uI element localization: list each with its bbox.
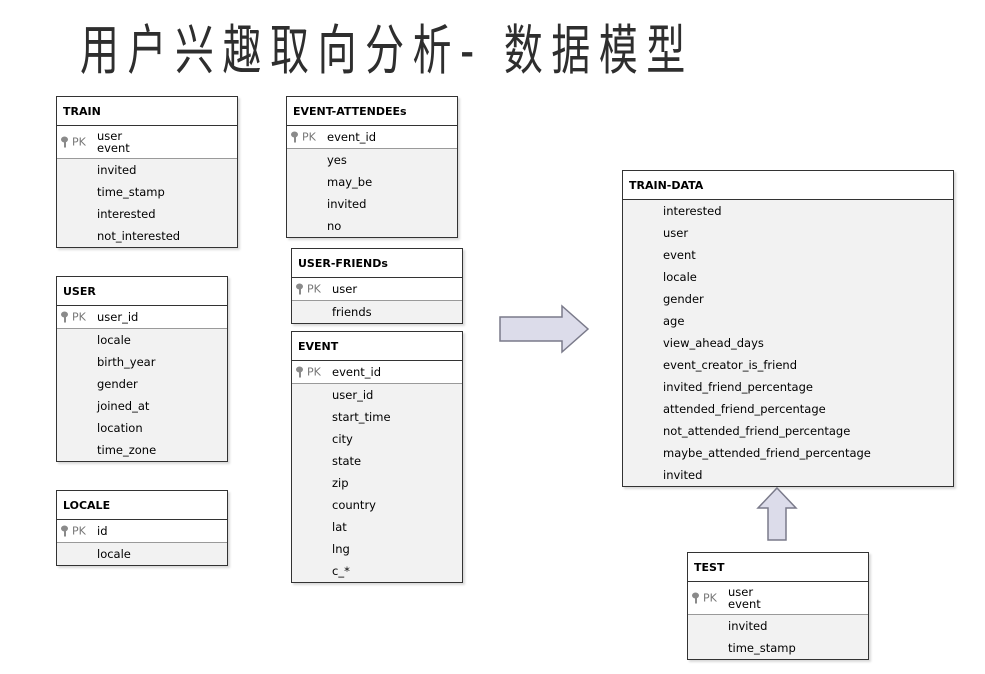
pk-text: PK <box>302 130 316 144</box>
primary-key-label: PK <box>61 136 86 149</box>
entity-field: attended_friend_percentage <box>663 402 826 416</box>
entity-field: lat <box>332 520 347 534</box>
entity-field: birth_year <box>97 355 156 369</box>
primary-key-label: PK <box>61 311 86 324</box>
right-arrow-icon <box>499 304 590 354</box>
primary-key-label: PK <box>291 131 316 144</box>
key-icon <box>61 311 70 323</box>
entity-field: invited <box>663 468 703 482</box>
key-icon <box>692 592 701 604</box>
entity-field: time_stamp <box>97 185 165 199</box>
entity-locale[interactable]: LOCALE PK id locale <box>56 490 228 566</box>
pk-text: PK <box>72 310 86 324</box>
key-icon <box>61 525 70 537</box>
entity-name: EVENT <box>292 332 462 361</box>
entity-field: invited <box>97 163 137 177</box>
pk-text: PK <box>307 282 321 296</box>
entity-field: lng <box>332 542 350 556</box>
entity-field: interested <box>97 207 156 221</box>
entity-name: EVENT-ATTENDEEs <box>287 97 457 126</box>
entity-field: yes <box>327 153 347 167</box>
entity-field: interested <box>663 204 722 218</box>
entity-field: city <box>332 432 353 446</box>
entity-field: invited <box>327 197 367 211</box>
entity-field: view_ahead_days <box>663 336 764 350</box>
entity-field: location <box>97 421 143 435</box>
entity-name: TRAIN-DATA <box>623 171 953 200</box>
key-icon <box>61 136 70 148</box>
entity-field: c_* <box>332 564 350 578</box>
entity-field: age <box>663 314 685 328</box>
primary-key-row: PK user_id <box>57 306 227 329</box>
entity-field: zip <box>332 476 349 490</box>
entity-name: TEST <box>688 553 868 582</box>
key-icon <box>291 131 300 143</box>
entity-name: USER <box>57 277 227 306</box>
entity-name: TRAIN <box>57 97 237 126</box>
entity-field: friends <box>332 305 372 319</box>
entity-field: locale <box>97 333 131 347</box>
key-icon <box>296 366 305 378</box>
entity-field: locale <box>97 547 131 561</box>
key-icon <box>296 283 305 295</box>
pk-field: user <box>728 585 754 599</box>
pk-field: event_id <box>327 130 376 144</box>
entity-field: user_id <box>332 388 374 402</box>
pk-field: user <box>97 129 123 143</box>
primary-key-label: PK <box>692 592 717 605</box>
pk-text: PK <box>72 135 86 149</box>
entity-field: locale <box>663 270 697 284</box>
primary-key-row: PK id <box>57 520 227 543</box>
entity-field: joined_at <box>97 399 150 413</box>
primary-key-label: PK <box>296 283 321 296</box>
pk-field: user_id <box>97 310 139 324</box>
primary-key-label: PK <box>296 366 321 379</box>
entity-field: state <box>332 454 362 468</box>
entity-field: may_be <box>327 175 373 189</box>
primary-key-label: PK <box>61 525 86 538</box>
entity-field: not_interested <box>97 229 181 243</box>
entity-field: gender <box>97 377 138 391</box>
up-arrow-icon <box>756 486 798 541</box>
entity-field: invited_friend_percentage <box>663 380 813 394</box>
entity-field: no <box>327 219 342 233</box>
entity-field: event <box>663 248 696 262</box>
entity-field: time_stamp <box>728 641 796 655</box>
primary-key-row: PK event_id <box>292 361 462 384</box>
primary-key-row: PK event_id <box>287 126 457 149</box>
primary-key-row: PK user <box>292 278 462 301</box>
pk-text: PK <box>72 524 86 538</box>
entity-name: USER-FRIENDs <box>292 249 462 278</box>
pk-field: event <box>728 597 761 611</box>
pk-field: event_id <box>332 365 381 379</box>
pk-field: id <box>97 524 108 538</box>
entity-field: event_creator_is_friend <box>663 358 798 372</box>
entity-train-data[interactable]: TRAIN-DATA interested user event locale gende… <box>622 170 954 487</box>
pk-field: user <box>332 282 358 296</box>
entity-field: user <box>663 226 689 240</box>
entity-name: LOCALE <box>57 491 227 520</box>
entity-field: start_time <box>332 410 391 424</box>
entity-field: invited <box>728 619 768 633</box>
entity-field: gender <box>663 292 704 306</box>
page-title: 用户兴趣取向分析- 数据模型 <box>80 19 694 82</box>
pk-text: PK <box>307 365 321 379</box>
pk-field: event <box>97 141 130 155</box>
pk-text: PK <box>703 591 717 605</box>
entity-field: maybe_attended_friend_percentage <box>663 446 871 460</box>
entity-field: time_zone <box>97 443 157 457</box>
entity-field: not_attended_friend_percentage <box>663 424 851 438</box>
entity-field: country <box>332 498 376 512</box>
